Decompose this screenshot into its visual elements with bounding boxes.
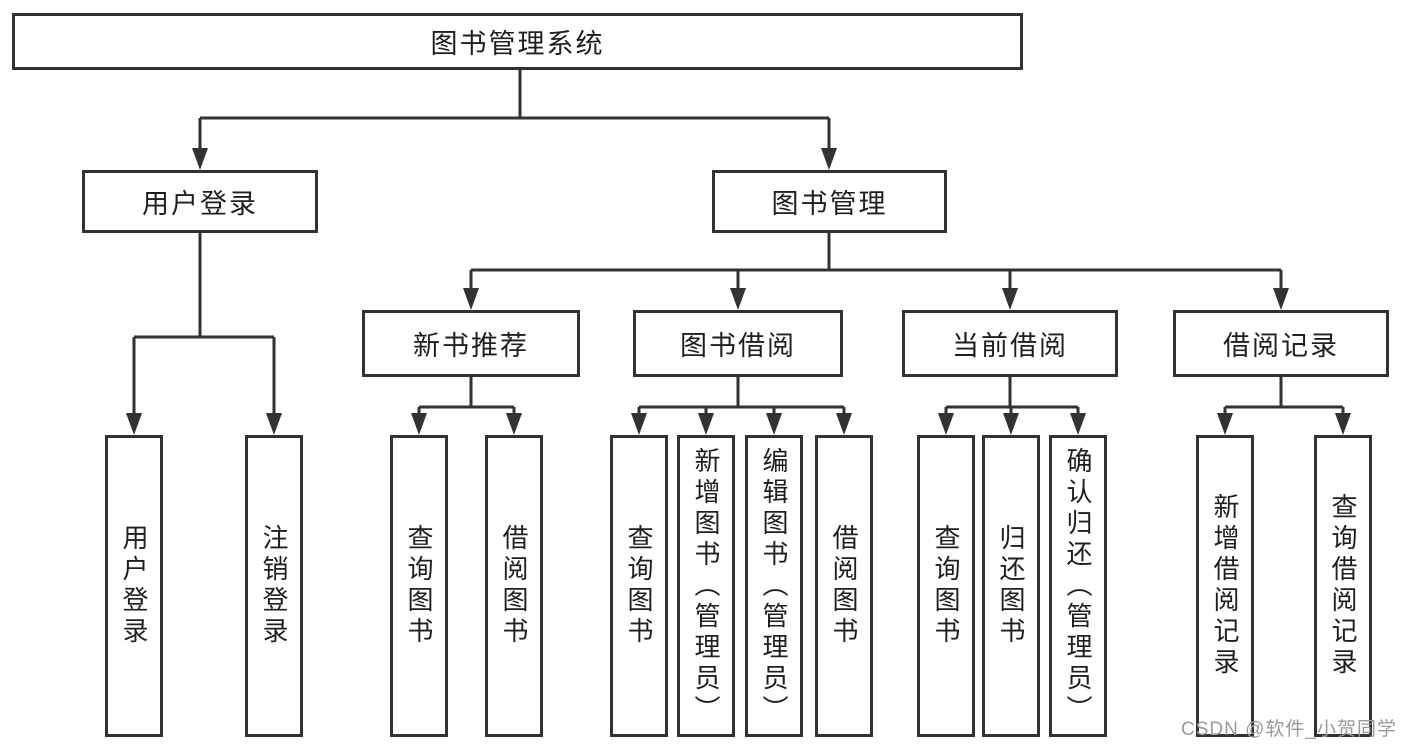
arrowhead — [1335, 413, 1351, 435]
arrowhead — [938, 413, 954, 435]
arrowhead — [698, 413, 714, 435]
leaf-borrow-books: 借阅图书 — [815, 435, 873, 737]
leaf-user-login: 用户登录 — [105, 435, 163, 737]
arrowhead — [1273, 288, 1289, 310]
connector-records — [1223, 377, 1345, 417]
arrowhead — [192, 148, 208, 170]
arrowhead — [266, 413, 282, 435]
node-book-management: 图书管理 — [712, 170, 947, 233]
watermark: CSDN @软件_小贺同学 — [1181, 719, 1397, 740]
arrowhead — [463, 288, 479, 310]
leaf-query-books-current: 查询图书 — [917, 435, 975, 737]
arrowhead — [411, 413, 427, 435]
leaf-query-books-recommend: 查询图书 — [390, 435, 448, 737]
arrowheads — [126, 148, 1351, 435]
connector-lines — [132, 70, 1345, 417]
leaf-query-borrow-record: 查询借阅记录 — [1314, 435, 1372, 737]
leaf-return-books: 归还图书 — [982, 435, 1040, 737]
node-new-book-recommend: 新书推荐 — [362, 310, 580, 377]
connector-login — [132, 233, 276, 417]
node-current-borrow: 当前借阅 — [902, 310, 1118, 377]
arrowhead — [836, 413, 852, 435]
node-book-borrow: 图书借阅 — [633, 310, 843, 377]
node-user-login: 用户登录 — [82, 170, 318, 233]
arrowhead — [1002, 288, 1018, 310]
arrowhead — [766, 413, 782, 435]
arrowhead — [126, 413, 142, 435]
leaf-borrow-books-recommend: 借阅图书 — [485, 435, 543, 737]
arrowhead — [1003, 413, 1019, 435]
leaf-logout: 注销登录 — [245, 435, 303, 737]
connector-recommend — [417, 377, 516, 417]
arrowhead — [821, 148, 837, 170]
arrowhead — [1070, 413, 1086, 435]
leaf-add-books-admin: 新增图书（管理员） — [677, 435, 735, 737]
connector-borrow — [637, 377, 846, 417]
leaf-edit-books-admin: 编辑图书（管理员） — [745, 435, 803, 737]
arrowhead — [730, 288, 746, 310]
node-library-management-system: 图书管理系统 — [12, 13, 1023, 70]
connector-current — [944, 377, 1080, 417]
connector-root — [198, 70, 831, 152]
arrowhead — [506, 413, 522, 435]
leaf-query-books-borrow: 查询图书 — [610, 435, 668, 737]
connector-mgmt — [469, 233, 1283, 292]
leaf-confirm-return-admin: 确认归还（管理员） — [1049, 435, 1107, 737]
node-borrow-records: 借阅记录 — [1173, 310, 1389, 377]
arrowhead — [1217, 413, 1233, 435]
leaf-add-borrow-record: 新增借阅记录 — [1196, 435, 1254, 737]
arrowhead — [631, 413, 647, 435]
